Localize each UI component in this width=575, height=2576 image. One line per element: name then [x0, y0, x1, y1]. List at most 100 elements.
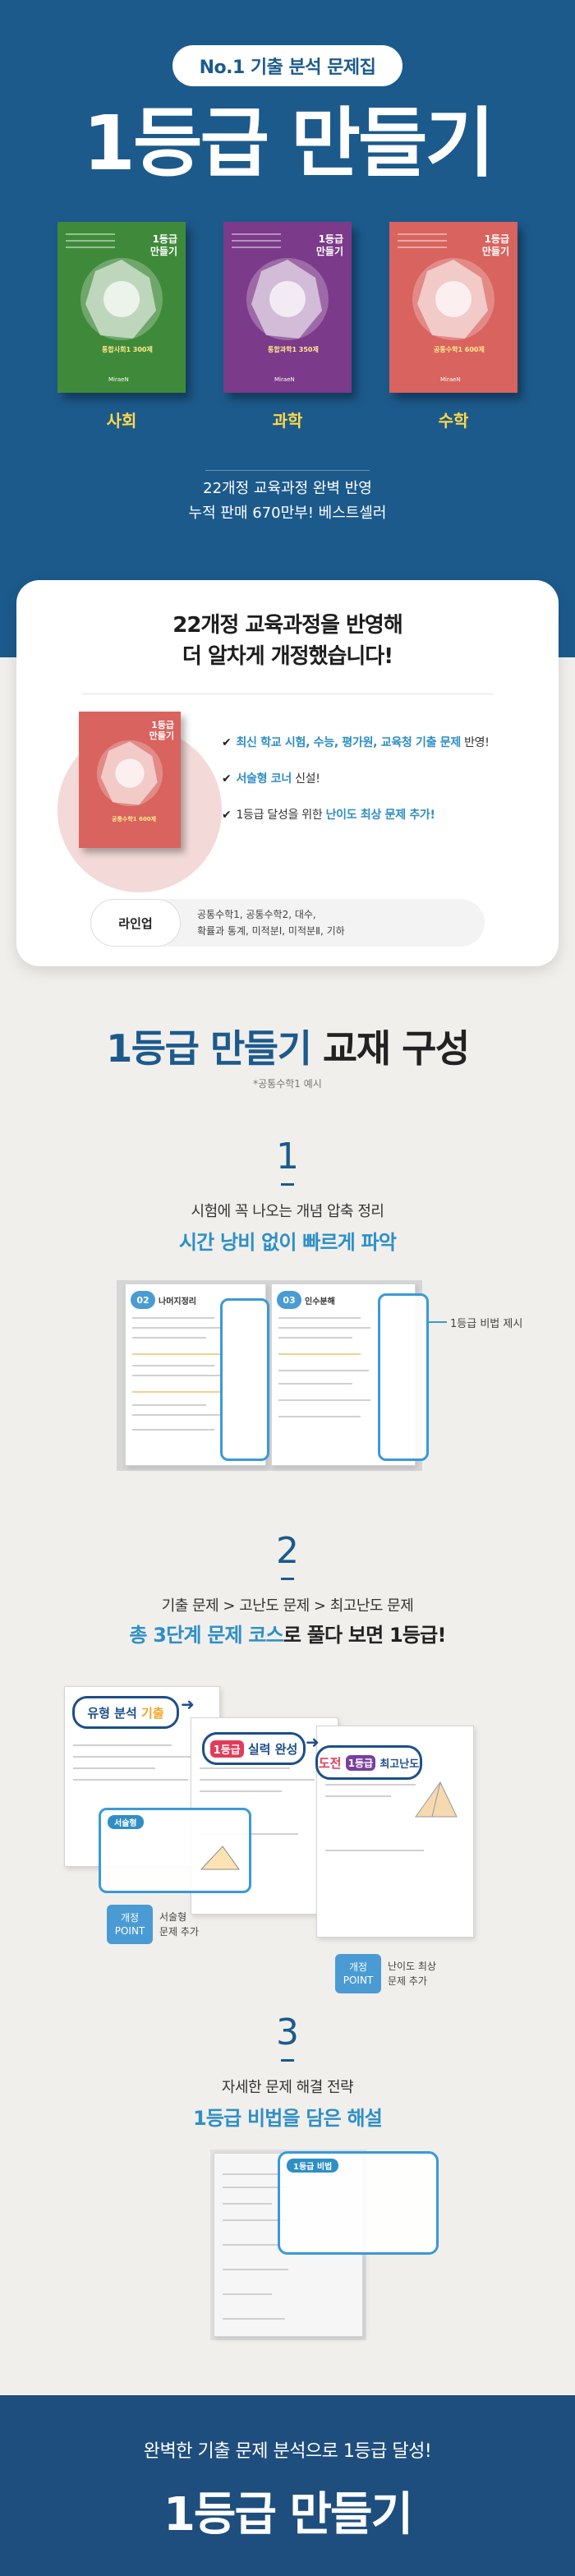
check-icon: ✔ [222, 736, 232, 749]
cover-tag: 통합사회1 300제 [102, 346, 153, 353]
chapter-tab: 03 [277, 1291, 301, 1309]
badge-text-accent: 기출 [141, 1705, 164, 1721]
cover-illustration-icon [96, 740, 163, 807]
cover-illustration-icon [80, 258, 163, 340]
headline-rest: 로 풀다 보면 1등급! [283, 1624, 446, 1647]
construction-note: *공통수학1 예시 [253, 1078, 322, 1090]
triangle-figure-icon [200, 1846, 240, 1870]
revision-point-badge: 개정 POINT [107, 1905, 153, 1944]
book-cover-science[interactable]: 1등급 만들기 통합과학1 350제 MiraeN [223, 222, 352, 393]
cover-lines [398, 233, 447, 253]
step-headline: 1등급 비법을 담은 해설 [192, 2107, 383, 2130]
desc-line: 22개정 교육과정 완벽 반영 [203, 480, 372, 497]
revision-card: 22개정 교육과정을 반영해 더 알차게 개정했습니다! 1등급 만들기 공통수… [16, 580, 559, 966]
badge-level3: 도전 1등급 최고난도 [315, 1745, 422, 1780]
headline-highlight: 총 3단계 문제 코스 [129, 1624, 283, 1647]
solution-tip-box: 1등급 비법 [278, 2151, 439, 2255]
step-sub: 자세한 문제 해결 전략 [221, 2079, 354, 2096]
book-cover-math[interactable]: 1등급 만들기 공통수학1 600제 MiraeN [389, 222, 518, 393]
step-number: 2 [276, 1530, 299, 1572]
feature-item: ✔ 1등급 달성을 위한 난이도 최상 문제 추가! [222, 807, 435, 823]
card-title-line: 더 알차게 개정했습니다! [182, 644, 393, 669]
no1-pill-badge: No.1 기출 분석 문제집 [172, 45, 402, 86]
step-headline: 총 3단계 문제 코스로 풀다 보면 1등급! [0, 1619, 575, 1647]
badge-text-accent: 1등급 [209, 1740, 244, 1758]
badge-level2: 1등급 실력 완성 [202, 1732, 306, 1765]
book-cover-social[interactable]: 1등급 만들기 통합사회1 300제 MiraeN [58, 222, 186, 393]
descriptive-highlight-box: 서술형 [99, 1808, 251, 1893]
title-rest: 교재 구성 [310, 1026, 470, 1071]
tip-highlight-box [378, 1293, 429, 1461]
badge-text: 최고난도 [380, 1758, 420, 1771]
lineup-box: 라인업 공통수학1, 공통수학2, 대수, 확률과 통계, 미적분Ⅰ, 미적분Ⅱ… [90, 899, 485, 947]
step-number: 1 [276, 1136, 299, 1177]
cover-publisher: MiraeN [274, 376, 295, 383]
step-sub: 기출 문제 > 고난도 문제 > 최고난도 문제 [161, 1597, 414, 1615]
book-label-social: 사회 [106, 411, 137, 431]
callout-line [429, 1321, 447, 1323]
feature-highlight: 최신 학교 시험, 수능, 평가원, 교육청 기출 문제 [236, 736, 461, 749]
step-underline [281, 1183, 294, 1186]
hero-section: No.1 기출 분석 문제집 1등급 만들기 1등급 만들기 통합사회1 300… [0, 0, 575, 657]
cover-publisher: MiraeN [440, 376, 461, 383]
geometry-figure-icon [415, 1781, 458, 1818]
cover-lines [232, 233, 281, 253]
step-underline [281, 2059, 294, 2062]
badge-text: 유형 분석 [87, 1705, 137, 1721]
lineup-line: 확률과 통계, 미적분Ⅰ, 미적분Ⅱ, 기하 [197, 925, 345, 937]
point-description: 서술형 문제 추가 [159, 1910, 199, 1939]
footer-subtitle: 완벽한 기출 문제 분석으로 1등급 달성! [143, 2441, 432, 2462]
cover-title: 1등급 만들기 [149, 720, 174, 741]
mini-badge: 1등급 비법 [287, 2159, 339, 2173]
mini-badge: 서술형 [108, 1815, 144, 1829]
feature-highlight: 난이도 최상 문제 추가! [325, 809, 435, 822]
tip-highlight-box [220, 1298, 269, 1461]
hero-description: 22개정 교육과정 완벽 반영 누적 판매 670만부! 베스트셀러 [0, 477, 575, 526]
cover-title: 1등급 만들기 [150, 233, 177, 257]
step-underline [281, 1578, 294, 1580]
cover-tag: 공통수학1 600제 [434, 346, 485, 353]
point-line: 서술형 [159, 1911, 187, 1923]
card-title-line: 22개정 교육과정을 반영해 [172, 613, 403, 638]
cover-lines [66, 233, 115, 253]
check-icon: ✔ [222, 809, 232, 822]
card-title: 22개정 교육과정을 반영해 더 알차게 개정했습니다! [16, 610, 559, 672]
cover-illustration-icon [412, 258, 494, 340]
footer-title: 1등급 만들기 [163, 2488, 413, 2541]
chapter-tab: 02 [131, 1291, 155, 1309]
feature-highlight: 서술형 코너 [236, 772, 292, 786]
divider [205, 470, 370, 471]
badge-text: 실력 완성 [247, 1741, 298, 1757]
badge-text-accent: 도전 [318, 1755, 342, 1771]
cover-illustration-icon [246, 258, 329, 340]
badge-text-accent: 1등급 [345, 1754, 376, 1771]
lineup-line: 공통수학1, 공통수학2, 대수, [197, 909, 316, 920]
construction-title: 1등급 만들기 교재 구성 [0, 1019, 575, 1073]
cover-tag: 공통수학1 600제 [112, 816, 157, 823]
title-highlight: 1등급 만들기 [106, 1026, 312, 1071]
point-line: 난이도 최상 [388, 1961, 437, 1972]
feature-item: ✔최신 학교 시험, 수능, 평가원, 교육청 기출 문제 반영! [222, 735, 490, 751]
footer-banner: 완벽한 기출 문제 분석으로 1등급 달성! 1등급 만들기 [0, 2395, 575, 2576]
feature-pre: 1등급 달성을 위한 [236, 809, 326, 822]
chapter-title: 나머지정리 [159, 1297, 196, 1306]
step-sub: 시험에 꼭 나오는 개념 압축 정리 [191, 1203, 384, 1220]
feature-post: 신설! [291, 772, 320, 786]
desc-line: 누적 판매 670만부! 베스트셀러 [188, 505, 387, 522]
arrow-icon: ➜ [306, 1732, 320, 1752]
cover-title: 1등급 만들기 [481, 233, 509, 257]
point-line: 문제 추가 [388, 1975, 427, 1987]
point-description: 난이도 최상 문제 추가 [388, 1959, 436, 1988]
book-label-math: 수학 [438, 411, 469, 431]
arrow-icon: ➜ [181, 1694, 195, 1714]
point-line: 문제 추가 [159, 1926, 199, 1938]
check-icon: ✔ [222, 772, 232, 786]
cover-tag: 통합과학1 350제 [268, 346, 319, 353]
badge-level1: 유형 분석 기출 [72, 1696, 179, 1729]
tip-callout: 1등급 비법 제시 [450, 1318, 523, 1330]
card-book-cover[interactable]: 1등급 만들기 공통수학1 600제 [79, 712, 181, 848]
lineup-text: 공통수학1, 공통수학2, 대수, 확률과 통계, 미적분Ⅰ, 미적분Ⅱ, 기하 [197, 906, 345, 939]
cover-publisher: MiraeN [108, 376, 129, 383]
lineup-label: 라인업 [90, 899, 181, 947]
step-headline: 시간 낭비 없이 빠르게 파악 [178, 1231, 397, 1254]
